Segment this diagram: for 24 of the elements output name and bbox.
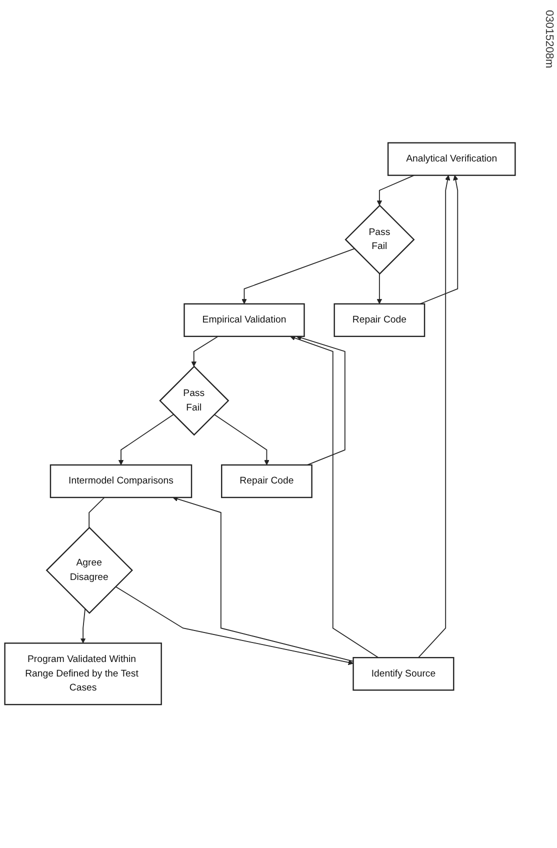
- arrow: [118, 414, 174, 466]
- figure-number: 03015208m: [543, 10, 555, 68]
- connector: [88, 497, 105, 528]
- arrow: [290, 336, 379, 658]
- arrow: [115, 586, 354, 666]
- arrow: [191, 336, 219, 368]
- node-box: Analytical Verification: [387, 142, 516, 176]
- arrow: [376, 274, 382, 304]
- arrow: [296, 336, 346, 466]
- node-box: Program Validated Within Range Defined by the Test Cases: [4, 642, 162, 706]
- arrow: [172, 496, 354, 662]
- node-box: Empirical Validation: [184, 304, 305, 338]
- node-diamond: Pass Fail: [344, 204, 415, 275]
- node-box: Identify Source: [352, 657, 454, 692]
- arrow: [214, 414, 270, 466]
- node-diamond: Pass Fail: [159, 366, 230, 436]
- node-box: Repair Code: [221, 464, 312, 498]
- node-diamond: Agree Disagree: [46, 527, 133, 614]
- arrow: [80, 608, 86, 644]
- node-box: Intermodel Comparisons: [50, 464, 192, 498]
- arrow: [418, 175, 450, 658]
- node-box: Repair Code: [334, 304, 426, 338]
- arrow: [242, 248, 355, 304]
- arrow: [420, 175, 458, 305]
